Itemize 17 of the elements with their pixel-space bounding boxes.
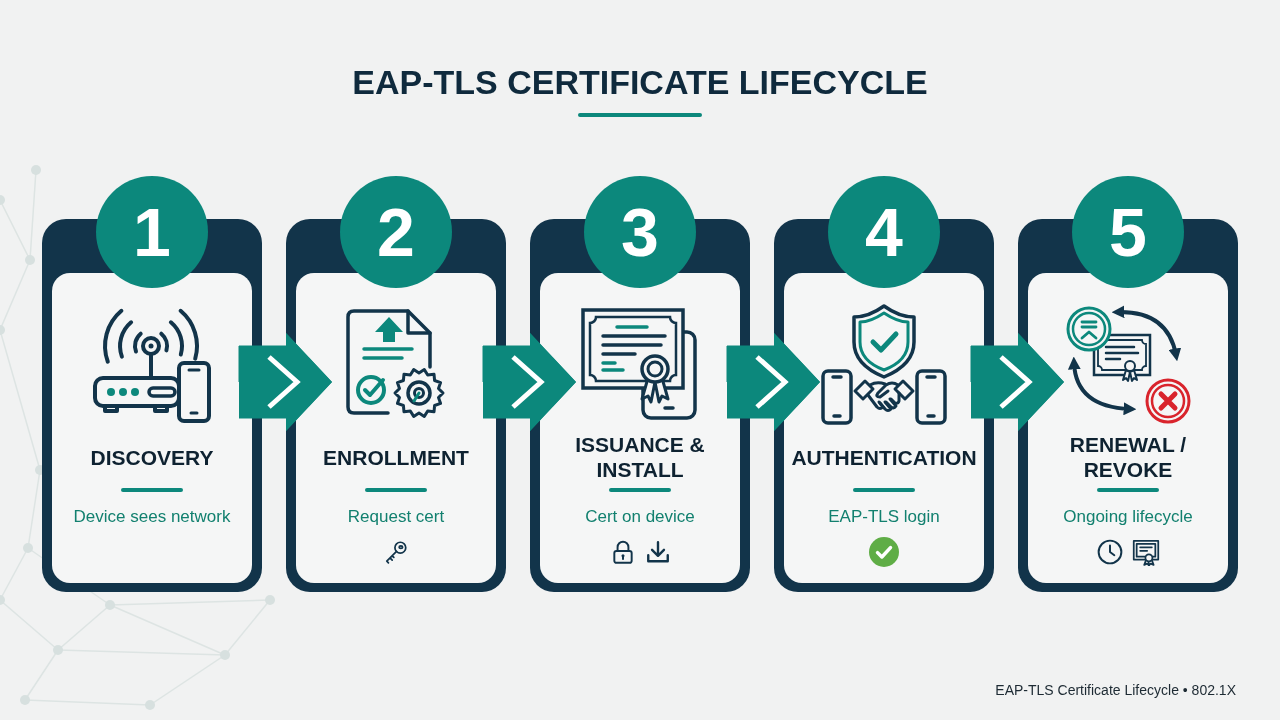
step-title: AUTHENTICATION (791, 444, 977, 470)
step-number: 4 (865, 198, 903, 266)
step-number: 1 (133, 198, 171, 266)
step-description: Ongoing lifecycle (1063, 506, 1193, 528)
step-description: EAP-TLS login (828, 506, 940, 528)
step-description: Device sees network (73, 506, 231, 528)
step-title: ISSUANCE & INSTALL (574, 432, 706, 482)
page-title: EAP-TLS CERTIFICATE LIFECYCLE (352, 62, 928, 103)
step-title: DISCOVERY (90, 444, 214, 470)
step-number: 2 (377, 198, 415, 266)
step-description: Cert on device (585, 506, 695, 528)
step-title: RENEWAL / REVOKE (1068, 432, 1188, 482)
footer-note: EAP-TLS Certificate Lifecycle • 802.1X (995, 681, 1236, 699)
step-description: Request cert (347, 506, 445, 528)
step-number: 5 (1109, 198, 1147, 266)
step-title: ENROLLMENT (323, 444, 469, 470)
step-number: 3 (621, 198, 659, 266)
